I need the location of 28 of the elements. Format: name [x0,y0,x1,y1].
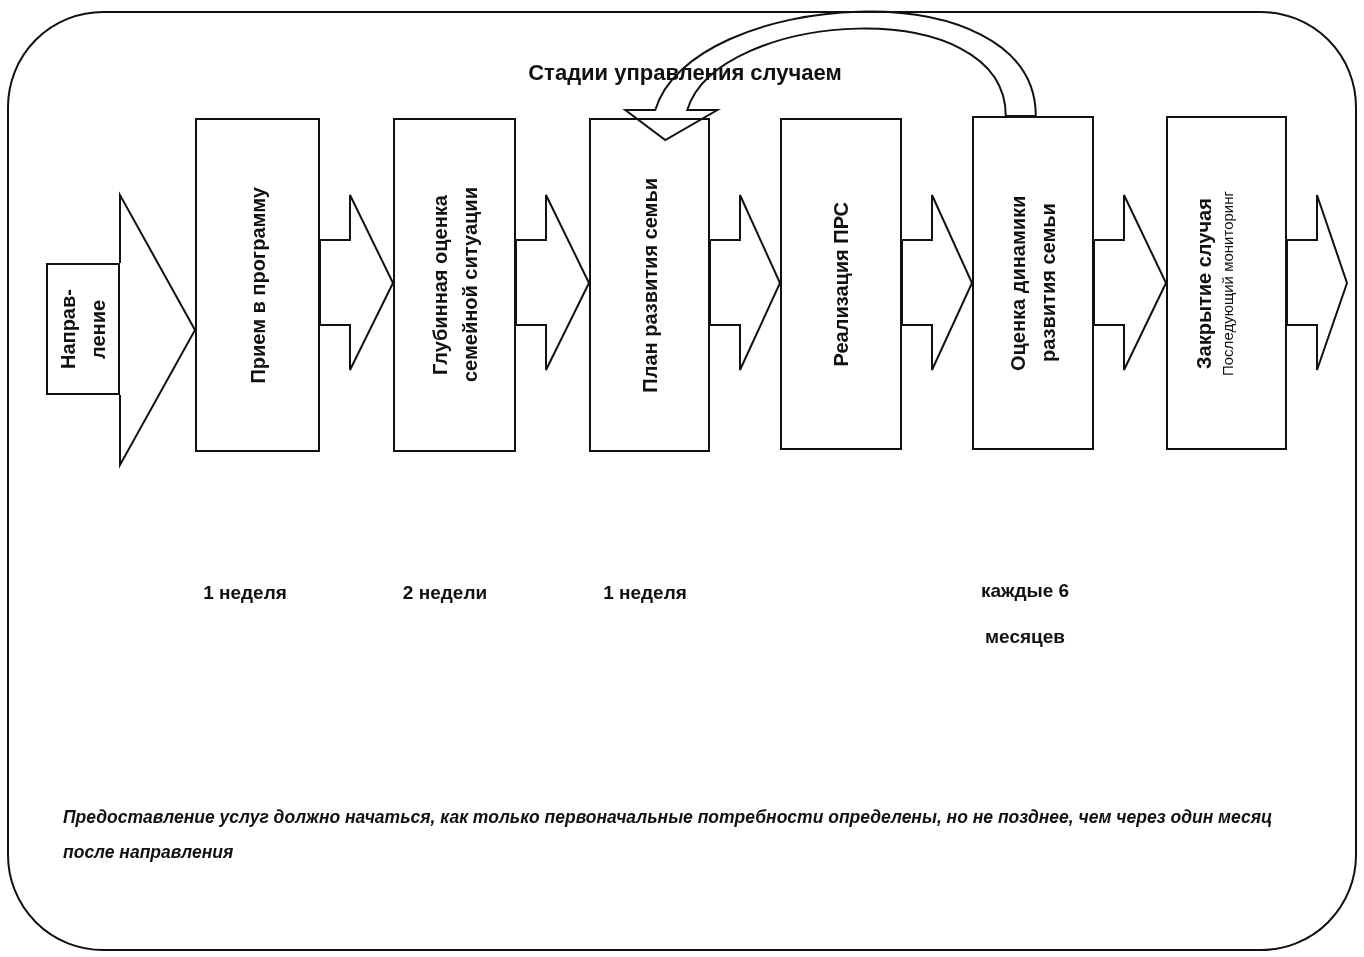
stage-label: Глубинная оценка семейной ситуации [427,186,482,385]
duration-label: 1 неделя [602,581,688,605]
stage-label: Направ-ление [56,288,110,371]
stage-label: Закрытие случая [1191,196,1216,371]
stage-box [780,118,902,450]
duration-label: каждые 6 месяцев [979,579,1071,649]
stage-note: Последующий мониторинг [1218,190,1237,376]
block-arrow [901,194,974,371]
duration-label: 2 недели [401,581,489,605]
stage-label: Оценка динамики развития семьи [1006,194,1060,373]
curved-arrow [624,10,1037,141]
stage-box [589,118,710,452]
block-arrow [1093,194,1168,371]
stage-label: Реализация ПРС [829,201,853,367]
footnote: Предоставление услуг должно начаться, как только первоначальные потребности определены, но не позднее, чем через один месяц после направления [63,806,1274,864]
stage-box [195,118,320,452]
stage-label: План развития семьи [637,177,662,393]
block-arrow [515,194,591,371]
block-arrow [1286,194,1349,371]
stage-box [972,116,1094,450]
stage-box [1166,116,1287,450]
referral-box [46,263,120,395]
stage-label: Прием в программу [245,186,270,384]
block-arrow [119,191,197,469]
block-arrow [709,194,782,371]
duration-label: 1 неделя [202,581,288,605]
stage-box [393,118,516,452]
block-arrow [319,194,395,371]
